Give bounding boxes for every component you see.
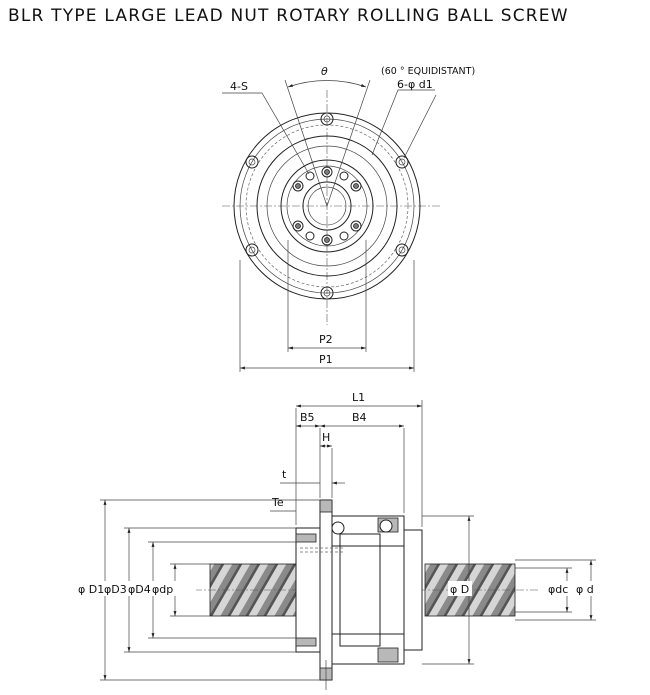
d-small-label: φ d bbox=[576, 583, 594, 596]
p2-label: P2 bbox=[319, 333, 333, 346]
p1-label: P1 bbox=[319, 353, 333, 366]
d3-label: φD3 bbox=[104, 583, 127, 596]
h-label: H bbox=[322, 431, 330, 444]
flange-holes bbox=[245, 112, 409, 300]
theta-label: θ bbox=[321, 65, 328, 78]
dp-label: φdp bbox=[152, 583, 173, 596]
l1-label: L1 bbox=[352, 391, 365, 404]
dc-label: φdc bbox=[548, 583, 568, 596]
t-label: t bbox=[282, 468, 287, 481]
te-label: Te bbox=[271, 496, 284, 509]
tapped-holes bbox=[292, 166, 362, 246]
b5-label: B5 bbox=[300, 411, 315, 424]
front-view: θ (60 ° EQUIDISTANT) 4-S 6-φ d1 P2 P1 bbox=[222, 65, 475, 372]
hole-label-s: 4-S bbox=[230, 80, 248, 93]
hole-label-d1: 6-φ d1 bbox=[397, 78, 433, 91]
d-label: φ D bbox=[450, 583, 469, 596]
d1-label: φ D1 bbox=[78, 583, 104, 596]
side-view: L1 B5 B4 H t Te φ D1 φD3 φD4 φdp bbox=[76, 391, 602, 690]
d4-label: φD4 bbox=[128, 583, 151, 596]
page-title: BLR TYPE LARGE LEAD NUT ROTARY ROLLING B… bbox=[8, 6, 569, 26]
b4-label: B4 bbox=[352, 411, 367, 424]
equidistant-note: (60 ° EQUIDISTANT) bbox=[381, 66, 475, 77]
